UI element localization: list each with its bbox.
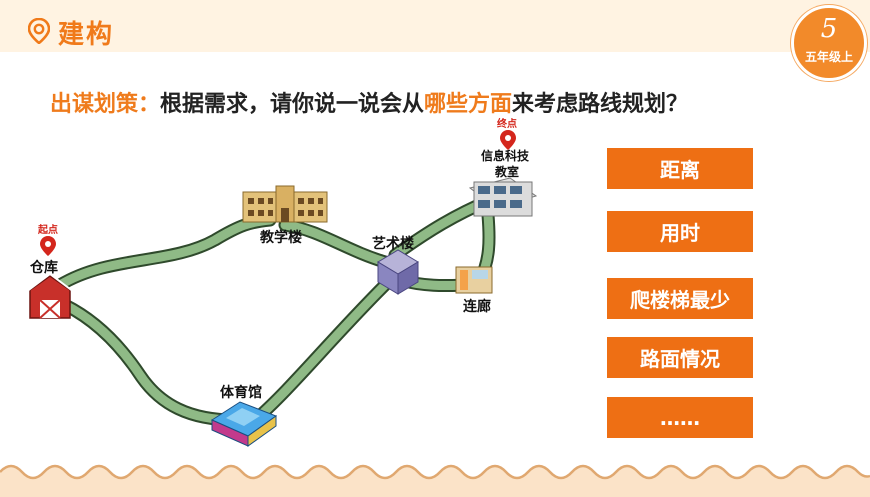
question-part2: 来考虑路线规划？ bbox=[512, 92, 689, 117]
teaching-building-label: 教学楼 bbox=[260, 229, 302, 246]
section-title: 建构 bbox=[58, 20, 115, 50]
it-classroom-label-line1: 信息科技 bbox=[481, 148, 530, 163]
end-pin-icon bbox=[500, 130, 516, 150]
option-time[interactable]: 用时 bbox=[607, 211, 753, 252]
option-distance[interactable]: 距离 bbox=[607, 148, 753, 189]
question-lead: 出谋划策： bbox=[50, 92, 161, 117]
decorative-scallop-border bbox=[0, 464, 870, 497]
option-road-condition[interactable]: 路面情况 bbox=[607, 337, 753, 378]
corridor-label: 连廊 bbox=[463, 298, 491, 315]
start-label: 起点 bbox=[37, 223, 58, 236]
question-part1: 根据需求，请你说一说会从 bbox=[160, 92, 425, 117]
option-fewest-stairs[interactable]: 爬楼梯最少 bbox=[607, 278, 753, 319]
question-highlight: 哪些方面 bbox=[424, 92, 513, 117]
warehouse-icon bbox=[25, 272, 75, 319]
grade-badge: 5 五年级上 bbox=[791, 5, 867, 81]
gym-icon bbox=[210, 401, 278, 447]
it-classroom-icon bbox=[468, 177, 538, 217]
art-building-label: 艺术楼 bbox=[372, 235, 414, 252]
option-more[interactable]: …… bbox=[607, 397, 753, 438]
question-prompt: 出谋划策：根据需求，请你说一说会从哪些方面来考虑路线规划？ bbox=[50, 86, 688, 118]
start-pin-icon bbox=[40, 236, 56, 256]
header-band bbox=[0, 0, 870, 52]
location-pin-icon bbox=[28, 18, 50, 44]
grade-label: 五年级上 bbox=[804, 50, 853, 64]
gym-label: 体育馆 bbox=[220, 384, 262, 401]
corridor-icon bbox=[455, 266, 493, 294]
it-classroom-label-line2: 教室 bbox=[494, 164, 519, 179]
warehouse-label: 仓库 bbox=[29, 259, 58, 276]
teaching-building-icon bbox=[242, 185, 328, 223]
route-map: 起点 仓库 教学楼 艺术楼 连廊 bbox=[25, 117, 538, 447]
grade-number: 5 bbox=[820, 14, 838, 44]
art-building-icon bbox=[377, 249, 419, 295]
end-label: 终点 bbox=[497, 117, 517, 130]
